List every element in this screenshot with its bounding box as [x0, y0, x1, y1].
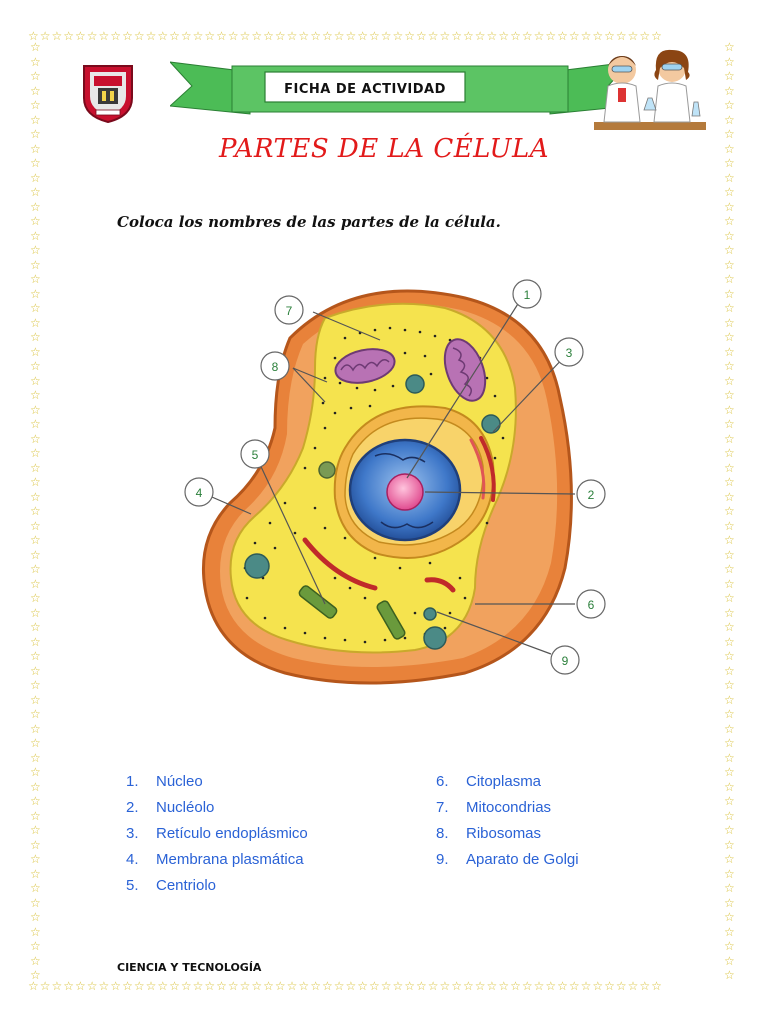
- diagram-label-1: 1: [512, 279, 542, 309]
- star-border-left: ☆☆☆☆☆☆☆☆☆☆☆☆☆☆☆☆☆☆☆☆☆☆☆☆☆☆☆☆☆☆☆☆☆☆☆☆☆☆☆☆…: [30, 40, 41, 982]
- page-title: PARTES DE LA CÉLULA: [219, 134, 549, 164]
- legend-item: 4.Membrana plasmática: [126, 851, 304, 868]
- svg-text:4: 4: [196, 486, 203, 500]
- svg-text:5: 5: [252, 448, 259, 462]
- diagram-label-6: 6: [576, 589, 606, 619]
- svg-text:1: 1: [524, 288, 531, 302]
- footer-subject: CIENCIA Y TECNOLOGÍA: [117, 961, 262, 974]
- star-border-right: ☆☆☆☆☆☆☆☆☆☆☆☆☆☆☆☆☆☆☆☆☆☆☆☆☆☆☆☆☆☆☆☆☆☆☆☆☆☆☆☆…: [724, 40, 735, 982]
- banner-title: FICHA DE ACTIVIDAD: [284, 82, 446, 97]
- legend-item: 8.Ribosomas: [436, 825, 542, 842]
- svg-text:2: 2: [588, 488, 595, 502]
- nucleolus: [386, 473, 424, 511]
- school-emblem-icon: [83, 65, 133, 124]
- animal-cell-diagram: 7 8 1 3 5 4 2 6 9: [184, 279, 606, 685]
- mitochondria: [334, 338, 487, 402]
- diagram-label-7: 7: [274, 295, 304, 325]
- diagram-label-3: 3: [554, 337, 584, 367]
- diagram-label-4: 4: [184, 477, 214, 507]
- legend-right-column: 6.Citoplasma 7.Mitocondrias 8.Ribosomas …: [436, 769, 579, 873]
- legend-item: 6.Citoplasma: [436, 773, 542, 790]
- diagram-label-5: 5: [240, 439, 270, 469]
- diagram-label-9: 9: [550, 645, 580, 675]
- star-border-bottom: ☆☆☆☆☆☆☆☆☆☆☆☆☆☆☆☆☆☆☆☆☆☆☆☆☆☆☆☆☆☆☆☆☆☆☆☆☆☆☆☆…: [28, 980, 663, 993]
- svg-text:6: 6: [588, 598, 595, 612]
- legend-item: 5.Centriolo: [126, 877, 217, 894]
- centrioles: [298, 585, 406, 640]
- legend-item: 2.Nucléolo: [126, 799, 215, 816]
- legend-left-column: 1.Núcleo 2.Nucléolo 3.Retículo endoplásm…: [126, 769, 308, 899]
- small-vacuole: [318, 461, 336, 479]
- legend-item: 7.Mitocondrias: [436, 799, 552, 816]
- legend-item: 3.Retículo endoplásmico: [126, 825, 308, 842]
- legend-item: 9.Aparato de Golgi: [436, 851, 579, 868]
- kids-scientists-illustration: [594, 49, 706, 130]
- svg-text:9: 9: [562, 654, 569, 668]
- svg-text:8: 8: [272, 360, 279, 374]
- instruction-text: Coloca los nombres de las partes de la c…: [117, 213, 501, 231]
- legend-item: 1.Núcleo: [126, 773, 203, 790]
- svg-text:3: 3: [566, 346, 573, 360]
- title-banner: [170, 61, 630, 115]
- diagram-label-8: 8: [260, 351, 290, 381]
- star-border-top: ☆☆☆☆☆☆☆☆☆☆☆☆☆☆☆☆☆☆☆☆☆☆☆☆☆☆☆☆☆☆☆☆☆☆☆☆☆☆☆☆…: [28, 30, 663, 43]
- svg-text:7: 7: [286, 304, 293, 318]
- diagram-label-2: 2: [576, 479, 606, 509]
